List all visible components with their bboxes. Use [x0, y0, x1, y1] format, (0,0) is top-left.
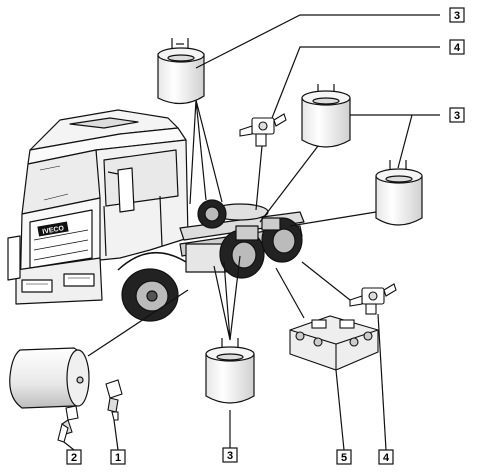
svg-text:4: 4 [383, 452, 390, 464]
truck-tractor: IVECO [7, 109, 305, 322]
callout-2: 2 [66, 449, 82, 465]
air-spring-right-upper [301, 84, 351, 148]
air-spring-bottom [205, 338, 255, 404]
valve-block [289, 315, 379, 371]
air-reservoir [9, 347, 90, 409]
svg-text:2: 2 [71, 452, 77, 464]
svg-text:3: 3 [227, 450, 233, 462]
svg-text:4: 4 [454, 42, 461, 54]
svg-text:3: 3 [454, 10, 460, 22]
callout-4-bottom: 4 [378, 449, 394, 465]
callout-1: 1 [110, 449, 126, 465]
air-spring-right-lower [375, 160, 423, 226]
callout-3-right: 3 [449, 107, 465, 123]
level-valve-top [239, 113, 287, 147]
callout-5: 5 [336, 449, 352, 465]
level-valve-bottom [349, 283, 397, 315]
sensor-2 [57, 405, 79, 443]
svg-text:1: 1 [115, 452, 121, 464]
svg-text:3: 3 [454, 110, 460, 122]
svg-text:5: 5 [341, 452, 347, 464]
air-spring-top [157, 38, 205, 105]
brand-logo: IVECO [42, 225, 65, 236]
callout-3-top: 3 [449, 7, 465, 23]
sensor-1 [105, 379, 123, 421]
callout-3-bottom: 3 [222, 447, 238, 463]
leader-lines [63, 14, 440, 451]
callout-4-top: 4 [449, 39, 465, 55]
